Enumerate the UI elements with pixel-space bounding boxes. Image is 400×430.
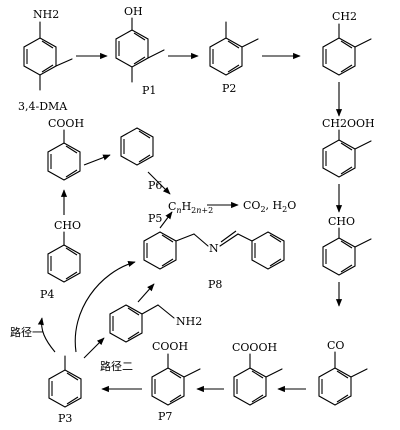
hydroxyl-group-label: OH [124, 5, 143, 18]
arrow-p8-to-p5 [159, 211, 173, 229]
compound-peroxy-acid: COOOH [232, 341, 283, 406]
arrow-benzylamine-to-p8 [137, 283, 155, 303]
compound-3-4-dma: NH2 3,4-DMA [18, 8, 73, 113]
compound-p4: CHO P4 [40, 219, 81, 301]
compound-benzoic-acid: COOH [47, 117, 84, 181]
arrow-p3-to-benzylamine [83, 337, 105, 359]
amine-group-label: NH2 [33, 8, 59, 21]
methylene-group-label: CH2 [332, 10, 357, 23]
carboxyl-group-label-p7: COOH [152, 340, 188, 353]
arrow-p3-to-p8 [74, 260, 136, 353]
arrow-benzene-to-alkane [147, 171, 171, 195]
p6-label: P6 [148, 179, 162, 192]
p2-label: P2 [222, 82, 236, 95]
compound-p1: OH P1 [115, 5, 165, 97]
mineralization-products: CO2, H2O [243, 199, 296, 214]
compound-p2: P2 [209, 21, 259, 95]
carbonyl-group-label: CO [327, 339, 344, 352]
p8-label: P8 [208, 278, 222, 291]
carboxyl-group-label: COOH [48, 117, 84, 130]
p3-label: P3 [58, 412, 72, 425]
p7-label: P7 [158, 410, 172, 423]
aldehyde-group-label-p4: CHO [54, 219, 81, 232]
peroxycarboxyl-group-label: COOOH [232, 341, 277, 354]
arrow-benzoic-to-benzene [83, 154, 111, 166]
imine-nitrogen-label: N [209, 242, 219, 255]
compound-hydroperoxide: CH2OOH [322, 117, 375, 178]
benzylamine-amine-label: NH2 [176, 315, 202, 328]
p5-label: P5 [148, 212, 162, 225]
aldehyde-group-label: CHO [328, 215, 355, 228]
dma-label: 3,4-DMA [18, 100, 68, 113]
pathway-one-label: 路径一 [10, 326, 43, 339]
compound-p8: N P8 [143, 230, 285, 291]
p1-label: P1 [142, 84, 156, 97]
hydroperoxymethyl-group-label: CH2OOH [322, 117, 375, 130]
compound-methylbenzyl-radical: CH2 [322, 10, 372, 76]
p4-label: P4 [40, 288, 54, 301]
pathway-two-label: 路径二 [100, 360, 133, 373]
compound-acyl-radical: CO [318, 339, 368, 406]
compound-methylbenzaldehyde: CHO [322, 215, 372, 276]
alkane-formula: CnH2n+2 [168, 200, 213, 215]
compound-p7: COOH P7 [151, 340, 201, 423]
compound-benzene [120, 127, 154, 166]
arrow-p3-to-p4 [37, 317, 56, 353]
compound-p3: P3 [48, 355, 82, 425]
compound-benzylamine: NH2 [109, 304, 202, 343]
